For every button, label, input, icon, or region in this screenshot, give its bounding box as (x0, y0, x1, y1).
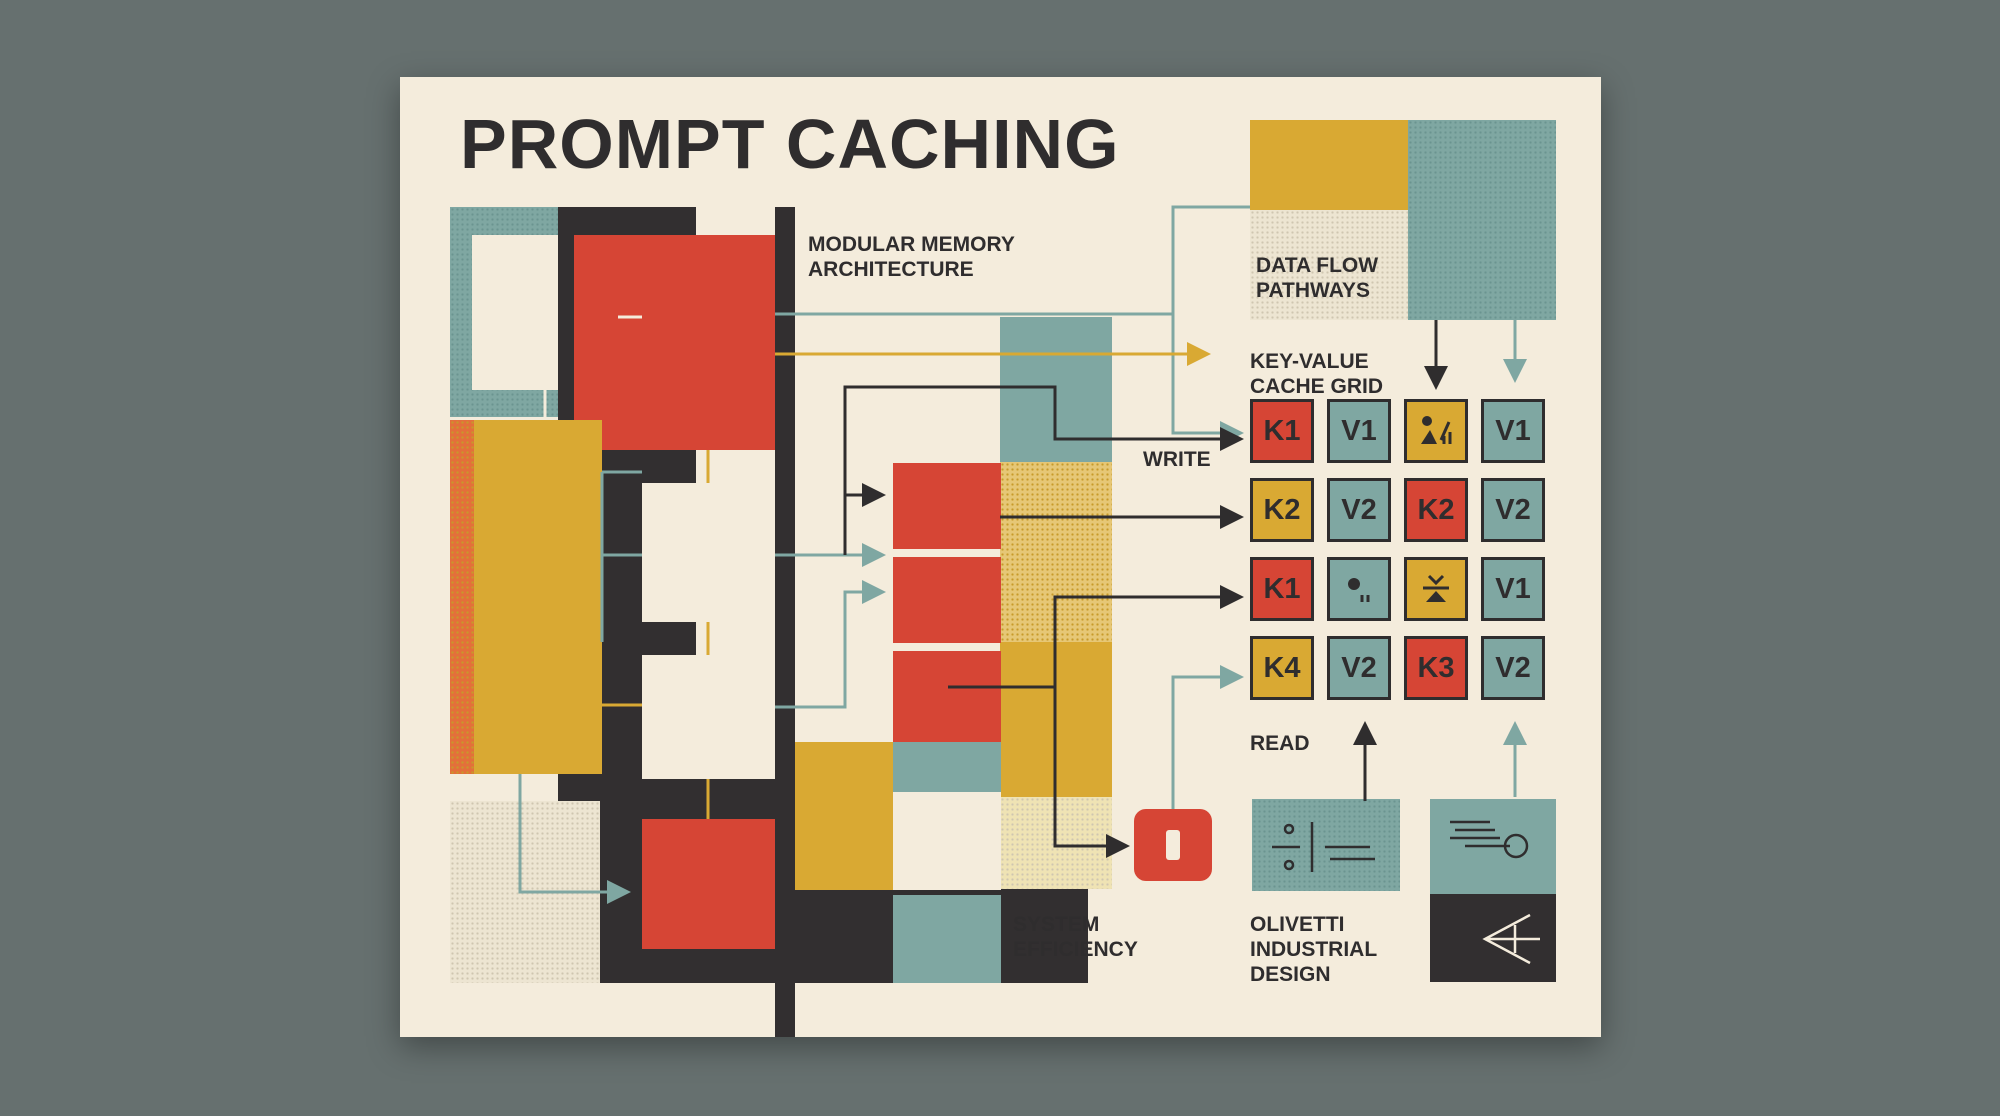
yellow-block-top-right (1250, 120, 1408, 210)
red-stack-2 (893, 557, 1001, 643)
kv-cell: V1 (1481, 399, 1545, 463)
kv-cell: K2 (1404, 478, 1468, 542)
kv-cell: K3 (1404, 636, 1468, 700)
connector-lines (518, 205, 1540, 965)
teal-square-bottom (893, 895, 1001, 983)
teal-strip-mid (893, 742, 1001, 792)
label-read: READ (1250, 732, 1310, 755)
stop-button-icon (1134, 809, 1212, 881)
cream-gap-mid (893, 792, 1001, 890)
kv-cell: K1 (1250, 557, 1314, 621)
list-circle-icon (1450, 820, 1529, 859)
red-module-bottom (642, 819, 775, 949)
kv-cell: K2 (1250, 478, 1314, 542)
label-write: WRITE (1143, 448, 1211, 471)
red-stack-3 (893, 651, 1001, 743)
kv-cell: K1 (1250, 399, 1314, 463)
yellow-block-left (450, 420, 602, 774)
kv-cell: K4 (1250, 636, 1314, 700)
kv-cell: V2 (1327, 478, 1391, 542)
white-module-3 (642, 655, 775, 779)
poster: PROMPT CACHING MODULAR MEMORY ARCHITECTU… (400, 77, 1601, 1037)
kv-cell: V1 (1327, 399, 1391, 463)
angle-arrow-icon (1482, 913, 1540, 965)
switch-lines-tile (1252, 799, 1400, 891)
label-olivetti: OLIVETTI INDUSTRIAL DESIGN (1250, 913, 1378, 986)
label-system-efficiency: SYSTEM EFFICIENCY (1013, 913, 1138, 961)
yellow-square-mid (795, 742, 893, 890)
page-title: PROMPT CACHING (460, 105, 1120, 183)
red-module-top-front (642, 235, 775, 450)
dot-bars-icon (1327, 557, 1391, 621)
label-kv-grid: KEY-VALUE CACHE GRID (1250, 350, 1384, 398)
red-stack-1 (893, 463, 1001, 549)
figure-chart-icon (1404, 399, 1468, 463)
switch-lines-icon (1272, 822, 1375, 872)
kv-cell: V2 (1327, 636, 1391, 700)
kv-cell: V2 (1481, 478, 1545, 542)
teal-block-top-right (1408, 120, 1556, 320)
dotted-block-top-right (1250, 210, 1408, 320)
label-modular-memory: MODULAR MEMORY ARCHITECTURE (808, 233, 1015, 281)
label-data-flow: DATA FLOW PATHWAYS (1256, 254, 1379, 302)
kv-cell: V1 (1481, 557, 1545, 621)
kv-cell: V2 (1481, 636, 1545, 700)
white-module-2 (642, 483, 775, 622)
orange-edge (450, 420, 474, 774)
triangle-split-icon (1404, 557, 1468, 621)
